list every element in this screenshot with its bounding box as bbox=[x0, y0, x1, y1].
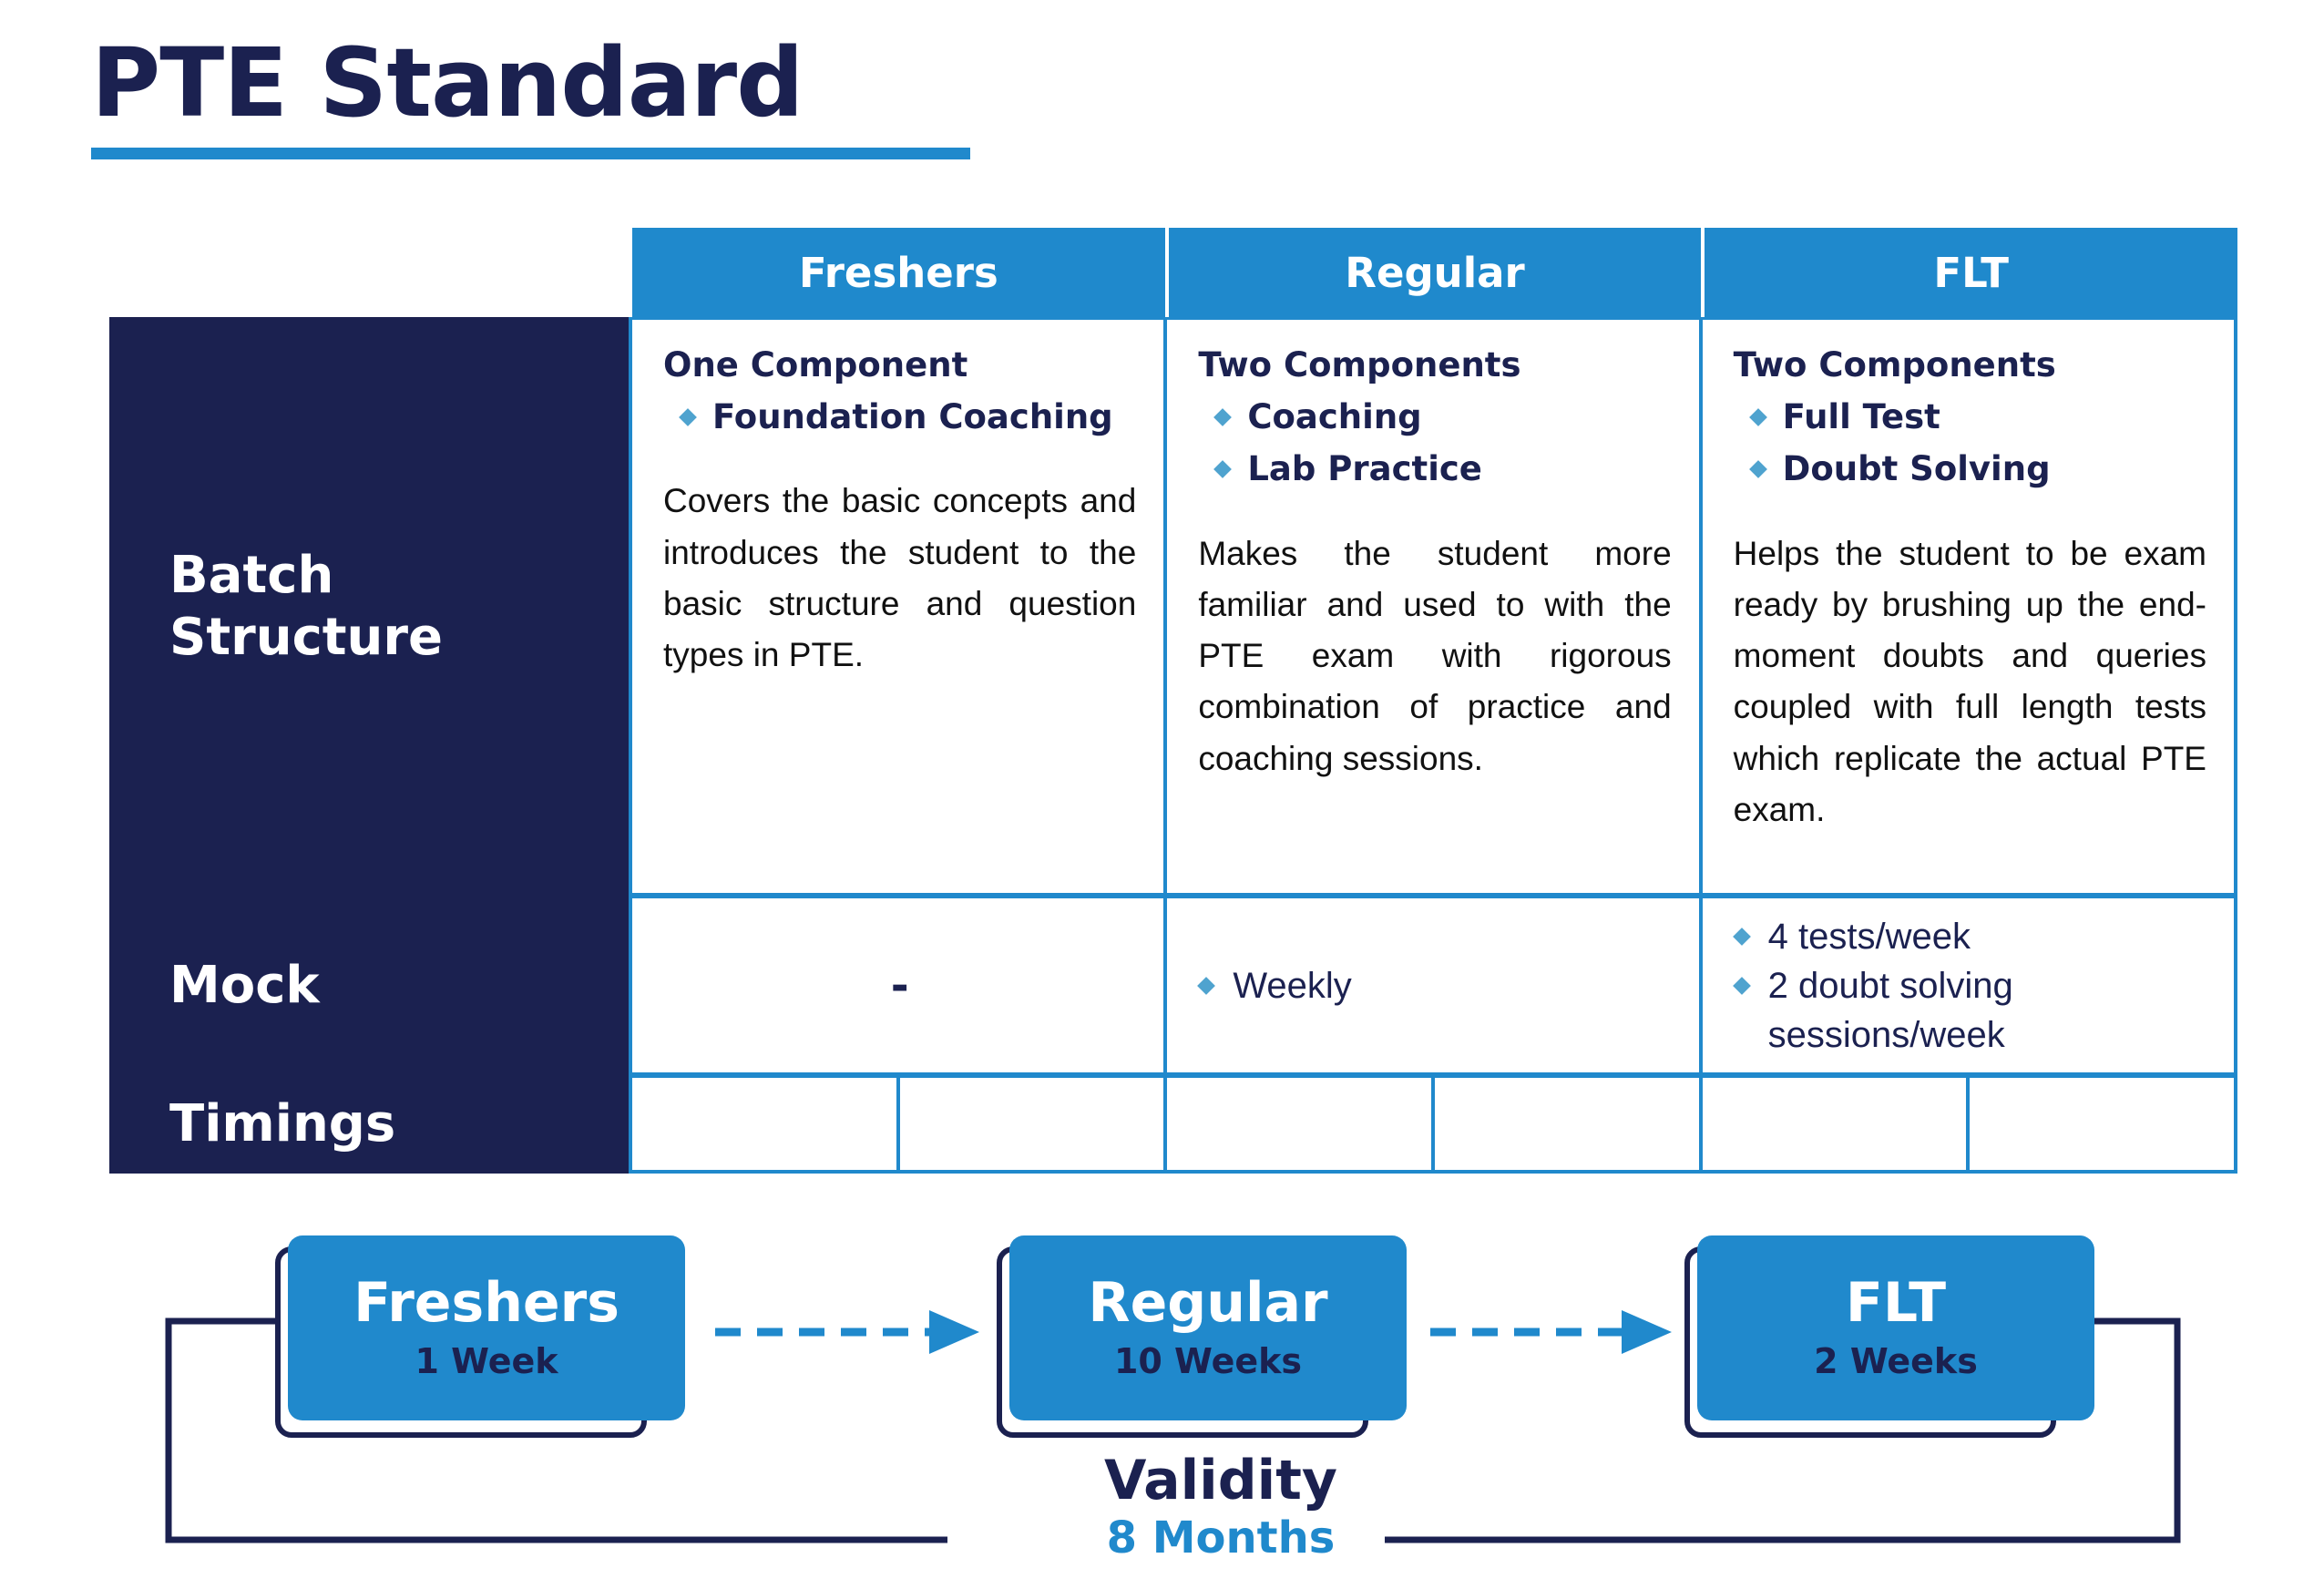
cell-batch-regular: Two Components Coaching Lab Practice Mak… bbox=[1163, 317, 1699, 896]
validity-label: Validity bbox=[1103, 1449, 1338, 1512]
timings-slot-5[interactable] bbox=[1698, 1075, 1967, 1174]
timings-slot-4[interactable] bbox=[1431, 1075, 1699, 1174]
flow-card-title-freshers: Freshers bbox=[353, 1271, 619, 1335]
program-flow-diagram: Freshers 1 Week Regular 10 Weeks FLT 2 W… bbox=[0, 1212, 2324, 1589]
page-title-block: PTE Standard bbox=[91, 27, 970, 160]
component-list-freshers: Foundation Coaching bbox=[678, 391, 1136, 443]
mock-list-flt: 4 tests/week 2 doubt solving sessions/we… bbox=[1734, 912, 2206, 1060]
validity-value: 8 Months bbox=[1106, 1512, 1336, 1563]
description-freshers: Covers the basic concepts and introduces… bbox=[663, 482, 1137, 674]
list-item: Lab Practice bbox=[1213, 443, 1671, 495]
row-label-mock: Mock bbox=[109, 896, 629, 1075]
flow-card-regular[interactable]: Regular 10 Weeks bbox=[1009, 1235, 1407, 1420]
timings-cells bbox=[629, 1075, 2238, 1174]
table-header-corner bbox=[109, 228, 629, 317]
list-item: 4 tests/week bbox=[1734, 912, 2206, 961]
description-regular: Makes the student more familiar and used… bbox=[1198, 534, 1672, 777]
flow-card-duration-flt: 2 Weeks bbox=[1814, 1341, 1978, 1381]
list-item: Weekly bbox=[1198, 961, 1671, 1010]
dashed-arrow-2-head bbox=[1622, 1310, 1672, 1354]
comparison-table: Freshers Regular FLT Batch Structure One… bbox=[109, 228, 2238, 1174]
title-underline-rule bbox=[91, 148, 970, 160]
left-bracket-line bbox=[165, 1317, 947, 1543]
component-list-regular: Coaching Lab Practice bbox=[1213, 391, 1671, 496]
validity-block: Validity 8 Months bbox=[966, 1451, 1476, 1565]
cell-mock-flt: 4 tests/week 2 doubt solving sessions/we… bbox=[1698, 896, 2237, 1075]
flow-card-freshers[interactable]: Freshers 1 Week bbox=[288, 1235, 685, 1420]
right-bracket-line bbox=[1385, 1317, 2181, 1543]
description-flt: Helps the student to be exam ready by br… bbox=[1733, 534, 2206, 828]
cell-batch-freshers: One Component Foundation Coaching Covers… bbox=[629, 317, 1164, 896]
component-count-flt: Two Components bbox=[1733, 345, 2056, 384]
flow-card-flt[interactable]: FLT 2 Weeks bbox=[1697, 1235, 2094, 1420]
row-label-line-2: Structure bbox=[169, 607, 444, 667]
cell-mock-regular: Weekly bbox=[1163, 896, 1699, 1075]
row-label-batch-structure: Batch Structure bbox=[109, 317, 629, 896]
cell-mock-freshers: - bbox=[629, 896, 1164, 1075]
component-count-freshers: One Component bbox=[663, 345, 968, 384]
mock-list-regular: Weekly bbox=[1198, 961, 1671, 1010]
page-title: PTE Standard bbox=[91, 27, 804, 138]
batch-structure-cells: One Component Foundation Coaching Covers… bbox=[629, 317, 2237, 896]
row-label-line-1: Batch bbox=[169, 546, 334, 606]
mock-freshers-dash: - bbox=[890, 959, 909, 1011]
flow-card-duration-freshers: 1 Week bbox=[415, 1341, 558, 1381]
flow-card-duration-regular: 10 Weeks bbox=[1113, 1341, 1303, 1381]
table-row-timings: Timings bbox=[109, 1075, 2238, 1174]
list-item: Doubt Solving bbox=[1748, 443, 2206, 495]
dashed-arrow-1-head bbox=[929, 1310, 979, 1354]
mock-cells: - Weekly 4 tests/week 2 doubt solving se… bbox=[629, 896, 2237, 1075]
flow-card-title-flt: FLT bbox=[1845, 1271, 1947, 1335]
column-header-flt: FLT bbox=[1701, 228, 2238, 317]
column-header-regular: Regular bbox=[1164, 228, 1702, 317]
list-item: Foundation Coaching bbox=[678, 391, 1136, 443]
flow-connector-lines bbox=[165, 1310, 2181, 1543]
table-header-row: Freshers Regular FLT bbox=[109, 228, 2238, 317]
list-item: Full Test bbox=[1748, 391, 2206, 443]
timings-slot-6[interactable] bbox=[1966, 1075, 2238, 1174]
timings-slot-3[interactable] bbox=[1163, 1075, 1432, 1174]
timings-slot-1[interactable] bbox=[629, 1075, 896, 1174]
column-header-freshers: Freshers bbox=[629, 228, 1165, 317]
flow-card-title-regular: Regular bbox=[1088, 1271, 1328, 1335]
cell-batch-flt: Two Components Full Test Doubt Solving H… bbox=[1698, 317, 2237, 896]
table-row-mock: Mock - Weekly 4 tests/week 2 doubt solvi… bbox=[109, 896, 2237, 1075]
row-label-timings: Timings bbox=[109, 1075, 629, 1174]
list-item: 2 doubt solving sessions/week bbox=[1734, 961, 2206, 1060]
component-list-flt: Full Test Doubt Solving bbox=[1748, 391, 2206, 496]
component-count-regular: Two Components bbox=[1198, 345, 1521, 384]
timings-slot-2[interactable] bbox=[896, 1075, 1164, 1174]
table-row-batch-structure: Batch Structure One Component Foundation… bbox=[109, 317, 2237, 896]
list-item: Coaching bbox=[1213, 391, 1671, 443]
